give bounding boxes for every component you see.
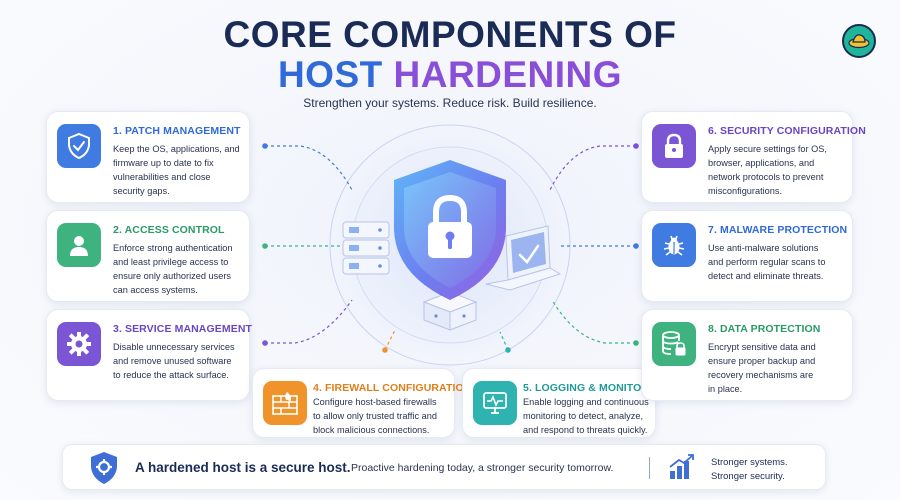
card-title: 7. MALWARE PROTECTION	[708, 224, 848, 236]
card-title: 6. SECURITY CONFIGURATION	[708, 125, 866, 137]
server-stack-icon	[342, 221, 390, 275]
page-title-line2: HOST HARDENING	[0, 54, 900, 96]
card-title: 2. ACCESS CONTROL	[113, 224, 225, 236]
card-title: 3. SERVICE MANAGEMENT	[113, 323, 253, 335]
page-title-line1: CORE COMPONENTS OF	[223, 14, 677, 55]
card-patch-management: 1. PATCH MANAGEMENT Keep the OS, applica…	[46, 111, 250, 203]
gear-icon	[57, 322, 101, 366]
subtitle: Strengthen your systems. Reduce risk. Bu…	[303, 96, 597, 110]
security-shield-icon	[394, 160, 506, 300]
network-box-icon	[422, 291, 478, 331]
card-data-protection: 8. DATA PROTECTION Encrypt sensitive dat…	[641, 309, 853, 401]
footer-banner: A hardened host is a secure host. Proact…	[62, 444, 826, 490]
title-word-host: HOST	[277, 54, 383, 95]
user-icon	[57, 223, 101, 267]
card-malware-protection: 7. MALWARE PROTECTION Use anti-malware s…	[641, 210, 853, 302]
footer-divider	[649, 457, 650, 479]
card-description: Apply secure settings for OS, browser, a…	[708, 144, 827, 196]
card-access-control: 2. ACCESS CONTROL Enforce strong authent…	[46, 210, 250, 302]
card-description: Encrypt sensitive data and ensure proper…	[708, 342, 816, 394]
brand-logo-icon	[842, 24, 876, 58]
card-firewall-configuration: 4. FIREWALL CONFIGURATION Configure host…	[252, 368, 471, 438]
footer-tag-security: Stronger security.	[711, 471, 785, 482]
database-lock-icon	[652, 322, 696, 366]
card-title: 1. PATCH MANAGEMENT	[113, 125, 241, 137]
card-title: 5. LOGGING & MONITORING	[523, 382, 669, 394]
card-description: Keep the OS, applications, and firmware …	[113, 144, 240, 196]
card-description: Use anti-malware solutions and perform r…	[708, 243, 826, 281]
card-description: Enable logging and continuous monitoring…	[523, 397, 649, 435]
card-security-configuration: 6. SECURITY CONFIGURATION Apply secure s…	[641, 111, 866, 203]
footer-sub-message: Proactive hardening today, a stronger se…	[351, 462, 614, 474]
lock-icon	[652, 124, 696, 168]
card-description: Enforce strong authentication and least …	[113, 243, 233, 295]
card-title: 4. FIREWALL CONFIGURATION	[313, 382, 472, 394]
title-word-hardening: HARDENING	[393, 54, 623, 95]
growth-chart-icon	[667, 453, 697, 486]
bug-icon	[652, 223, 696, 267]
shield-check-icon	[57, 124, 101, 168]
card-title: 8. DATA PROTECTION	[708, 323, 821, 335]
card-description: Configure host-based firewalls to allow …	[313, 397, 437, 435]
card-description: Disable unnecessary services and remove …	[113, 342, 235, 380]
firewall-icon	[263, 381, 307, 425]
footer-main-message: A hardened host is a secure host.	[135, 460, 351, 475]
shield-gear-icon	[89, 451, 119, 490]
monitor-icon	[473, 381, 517, 425]
card-service-management: 3. SERVICE MANAGEMENT Disable unnecessar…	[46, 309, 253, 401]
card-logging-monitoring: 5. LOGGING & MONITORING Enable logging a…	[462, 368, 668, 438]
footer-tag-systems: Stronger systems.	[711, 457, 788, 468]
laptop-icon	[485, 225, 562, 291]
